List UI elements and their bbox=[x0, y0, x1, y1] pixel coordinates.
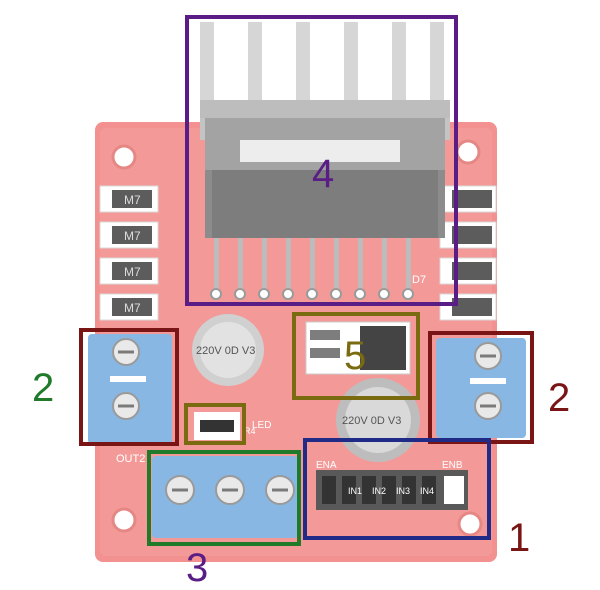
callout-number-2-right: 2 bbox=[548, 376, 571, 420]
enb-label: ENB bbox=[442, 460, 463, 471]
callout-box-5-regulator bbox=[292, 312, 420, 400]
jumper-5v-enable: LED R4 bbox=[194, 412, 271, 440]
diode-label-1: M7 bbox=[124, 193, 141, 207]
callout-box-4-heatsink bbox=[185, 15, 458, 306]
in4-label: IN4 bbox=[420, 486, 434, 496]
diode-label-2: M7 bbox=[124, 229, 141, 243]
callout-box-2-left-terminal bbox=[79, 328, 179, 446]
callout-number-2-left: 2 bbox=[32, 366, 55, 410]
led-label: LED bbox=[252, 420, 271, 431]
capacitor-left: 220V 0D V3 bbox=[192, 314, 264, 386]
d7-label: D7 bbox=[412, 274, 426, 286]
callout-number-1: 1 bbox=[508, 516, 531, 560]
solder-pads bbox=[210, 288, 414, 300]
diode-label-4: M7 bbox=[124, 301, 141, 315]
in1-label: IN1 bbox=[348, 486, 362, 496]
voltage-regulator bbox=[305, 321, 411, 375]
out2-label: OUT2 bbox=[116, 453, 145, 465]
terminal-left bbox=[88, 334, 172, 444]
chip-pins bbox=[214, 238, 411, 294]
diode-label-3: M7 bbox=[124, 265, 141, 279]
capacitor-left-label: 220V 0D V3 bbox=[196, 345, 255, 357]
power-terminal bbox=[152, 456, 298, 538]
l298-chip bbox=[205, 118, 445, 300]
ena-label: ENA bbox=[316, 460, 337, 471]
r4-label: R4 bbox=[244, 426, 256, 436]
right-diodes: D7 bbox=[412, 185, 497, 321]
left-diodes: M7 M7 M7 M7 bbox=[99, 185, 159, 321]
callout-box-3-power-terminal bbox=[147, 450, 301, 546]
in2-label: IN2 bbox=[372, 486, 386, 496]
callout-number-3: 3 bbox=[186, 546, 209, 590]
terminal-right bbox=[436, 338, 526, 438]
capacitor-right-label: 220V 0D V3 bbox=[342, 415, 401, 427]
capacitor-right: 220V 0D V3 bbox=[336, 378, 420, 462]
callout-number-4: 4 bbox=[312, 152, 335, 196]
mounting-holes bbox=[111, 139, 483, 537]
in3-label: IN3 bbox=[396, 486, 410, 496]
callout-box-small-jumper bbox=[184, 403, 246, 445]
callout-number-5: 5 bbox=[344, 334, 367, 378]
control-header: ENA ENB IN1 IN2 IN3 IN4 bbox=[316, 460, 468, 510]
callout-box-1-control-header bbox=[303, 438, 491, 540]
